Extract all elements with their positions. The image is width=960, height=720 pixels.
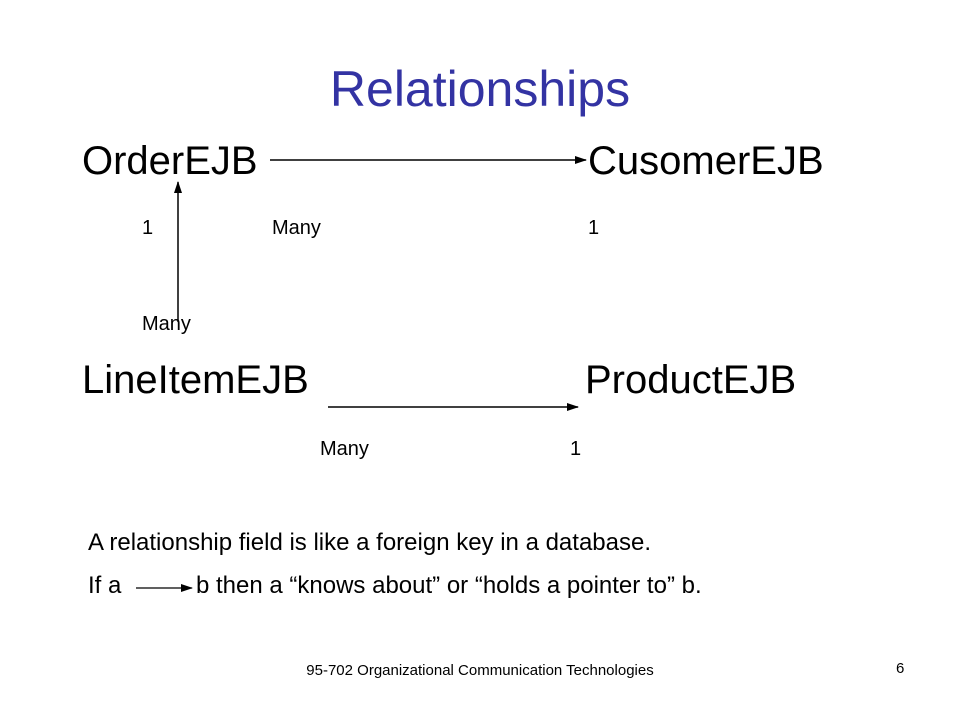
customer-ejb-node: CusomerEJB (588, 139, 824, 183)
footer-course: 95-702 Organizational Communication Tech… (306, 662, 654, 679)
lineitem-ejb-node: LineItemEJB (82, 358, 309, 402)
note-line-2-start: If a (88, 572, 122, 599)
order-multiplicity-many: Many (272, 217, 321, 239)
note-line-2-end: b then a “knows about” or “holds a point… (196, 572, 702, 599)
slide-title: Relationships (329, 61, 631, 117)
order-ejb-node: OrderEJB (82, 139, 258, 183)
note-line-1: A relationship field is like a foreign k… (88, 529, 652, 556)
customer-multiplicity-one: 1 (588, 217, 600, 239)
order-multiplicity-one: 1 (142, 217, 154, 239)
lineitem-product-multiplicity-many: Many (320, 438, 369, 460)
product-ejb-node: ProductEJB (585, 358, 797, 402)
lineitem-multiplicity-many: Many (142, 313, 191, 335)
page-number: 6 (896, 660, 905, 677)
product-multiplicity-one: 1 (570, 438, 582, 460)
